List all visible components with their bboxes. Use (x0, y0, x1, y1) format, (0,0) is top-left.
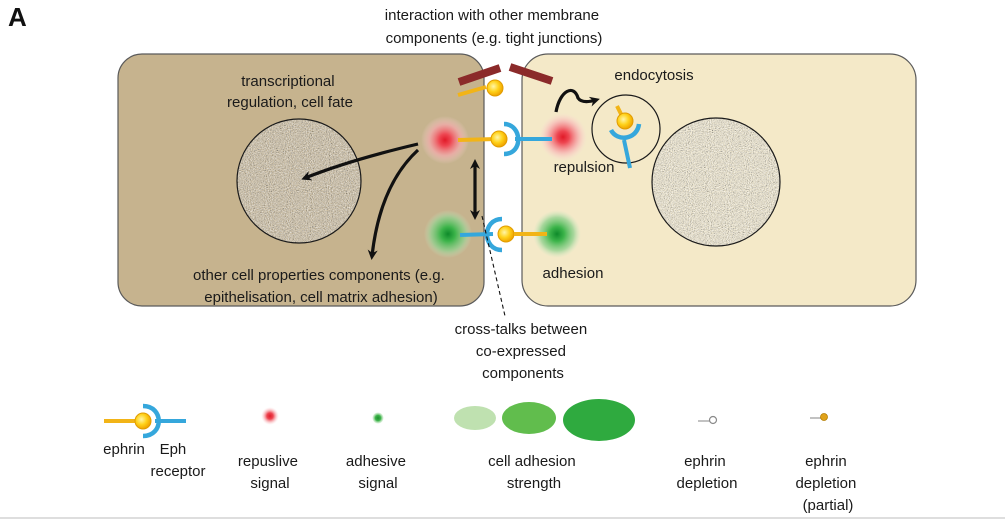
legend-adhesive-icon (372, 412, 384, 424)
legend-repulsive-label: repuslive signal (238, 453, 302, 492)
ephrin-eph-complex-repulsion (457, 121, 552, 157)
adhesive-signal-left (424, 210, 472, 258)
tight-junction-icon (457, 63, 554, 86)
adhesion-label: adhesion (543, 265, 604, 282)
transcription-arrow (301, 142, 419, 181)
ephrin-eph-complex-adhesion (459, 216, 547, 253)
interaction-label: interaction with other membrane componen… (385, 7, 603, 47)
left-nucleus (236, 118, 362, 244)
legend-depletion-label: ephrin depletion (677, 453, 738, 492)
legend-strength-label: cell adhesion strength (488, 453, 580, 492)
repulsion-label: repulsion (554, 159, 615, 176)
legend-ephrin-label: ephrin (103, 441, 145, 458)
legend-depletion-icon (698, 415, 718, 425)
crosstalk-label: cross-talks between co-expressed compone… (455, 321, 592, 382)
ephrin-icon-junction (457, 79, 504, 97)
panel-label: A (8, 2, 27, 32)
legend-eph-label: Eph receptor (150, 441, 205, 480)
legend: ephrin Eph receptor repuslive signal adh… (103, 399, 860, 514)
endocytosis-arrow (554, 88, 600, 113)
adhesive-signal-right (533, 210, 581, 258)
crosstalk-dashed-line (481, 215, 506, 317)
legend-partial-depletion-icon (810, 413, 828, 421)
cell-properties-arrow (367, 148, 420, 260)
repulsive-signal-right (539, 113, 587, 161)
repulsive-signal-left (421, 116, 469, 164)
legend-adhesion-strength-icon (454, 399, 635, 441)
endocytosis-label: endocytosis (614, 67, 693, 84)
right-nucleus (651, 117, 781, 247)
legend-partial-label: ephrin depletion (partial) (795, 453, 860, 514)
transcription-label: transcriptional regulation, cell fate (227, 73, 353, 111)
endocytosis-vesicle (591, 94, 661, 169)
legend-adhesive-label: adhesive signal (346, 453, 410, 492)
legend-repulsive-icon (261, 407, 279, 425)
cell-properties-label: other cell properties components (e.g. e… (193, 267, 449, 306)
legend-ephrin-eph-icon (104, 403, 186, 439)
